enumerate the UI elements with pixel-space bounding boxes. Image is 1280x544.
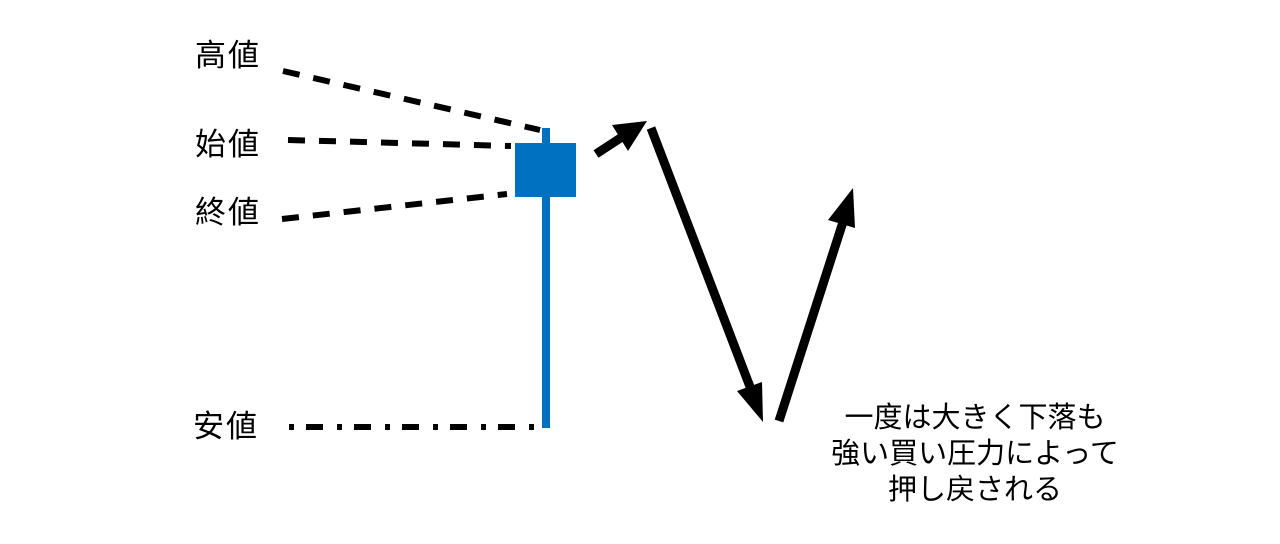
- label-high-price: 高値: [195, 38, 261, 73]
- candle-body: [515, 143, 576, 197]
- label-close-price: 終値: [195, 195, 261, 230]
- candle-lower-wick: [542, 195, 550, 428]
- label-open-price: 始値: [195, 127, 261, 162]
- leader-line-close: [281, 191, 508, 222]
- arrow-up-long: [774, 188, 855, 423]
- leader-line-open: [287, 137, 512, 149]
- arrow-up-short: [593, 121, 647, 158]
- label-low-price: 安値: [193, 409, 259, 444]
- annotation-line-2: 強い買い圧力によって: [831, 438, 1119, 470]
- annotation-text: 一度は大きく下落も 強い買い圧力によって 押し戻される: [805, 400, 1145, 508]
- annotation-line-3: 押し戻される: [887, 474, 1062, 506]
- arrow-down-long: [646, 126, 763, 422]
- candle-upper-wick: [542, 128, 550, 150]
- annotation-line-1: 一度は大きく下落も: [844, 402, 1106, 434]
- leader-line-high: [282, 68, 541, 133]
